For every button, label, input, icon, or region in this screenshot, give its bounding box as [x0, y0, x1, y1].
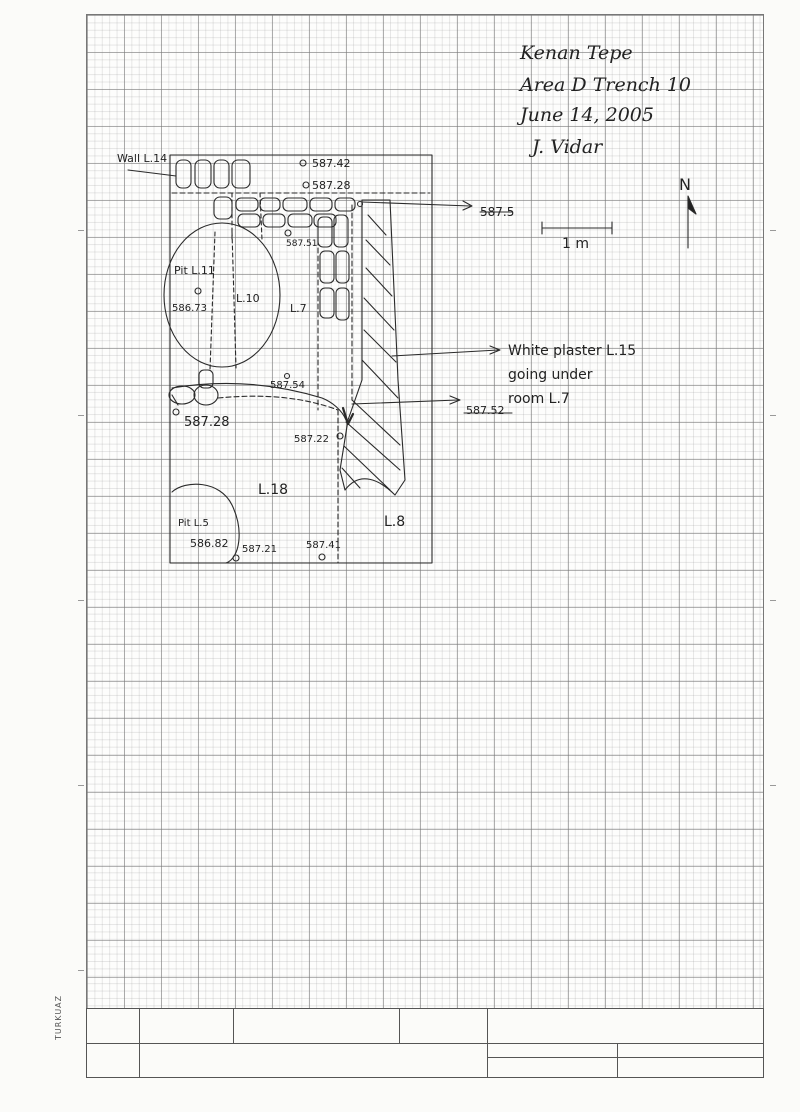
plaster-note-line-3: room L.7: [508, 391, 570, 407]
margin-tick: [770, 785, 776, 786]
margin-tick: [78, 785, 84, 786]
north-label: N: [679, 175, 691, 194]
elevation-587-28: 587.28: [184, 415, 230, 430]
margin-tick: [78, 230, 84, 231]
l18-label: L.18: [258, 482, 288, 498]
elevation-586-82: 586.82: [190, 537, 229, 550]
wall-stones-row: [213, 196, 356, 228]
callout-arrow-bottom: [351, 399, 459, 405]
elevation-587-51: 587.51: [286, 239, 318, 249]
l10-label: L.10: [236, 292, 260, 305]
elevation-587-22: 587.22: [294, 434, 329, 445]
plaster-l15-outline: [339, 199, 406, 496]
plaster-corner-mark: [341, 406, 355, 426]
elevation-586-73: 586.73: [172, 303, 207, 314]
plaster-hatching: [341, 214, 401, 491]
l8-label: L.8: [384, 514, 405, 530]
graph-grid: [86, 14, 764, 1010]
elevation-587-54: 587.54: [270, 380, 305, 391]
pit-11-outline: [163, 222, 281, 368]
elevation-587-28-top: 587.28: [312, 179, 351, 192]
pit-5-outline: [171, 483, 240, 564]
area-title: Area D Trench 10: [520, 74, 692, 96]
elevation-markers: [172, 159, 364, 562]
north-arrow-head: [687, 195, 697, 215]
callout-elevation-top: 587.5: [480, 205, 514, 219]
margin-tick: [770, 600, 776, 601]
date-label: June 14, 2005: [520, 104, 654, 126]
wall-stones-top: [175, 159, 251, 189]
site-title: Kenan Tepe: [520, 42, 633, 64]
elevation-587-21: 587.21: [242, 544, 277, 555]
wall-label: Wall L.14: [117, 152, 167, 165]
margin-tick: [78, 415, 84, 416]
scale-bar: [541, 221, 613, 235]
wall-stones-vertical: [317, 214, 350, 321]
plaster-note-line-1: White plaster L.15: [508, 343, 636, 359]
trench-outline: [169, 154, 433, 564]
l7-label: L.7: [290, 302, 307, 315]
elevation-587-42: 587.42: [312, 157, 351, 170]
callout-arrow-top: [361, 201, 471, 207]
plaster-note-line-2: going under: [508, 367, 593, 383]
scale-bar-label: 1 m: [562, 236, 589, 252]
callout-elevation-bottom: 587.52: [466, 404, 505, 417]
pit-5-label: Pit L.5: [178, 518, 209, 529]
margin-tick: [770, 415, 776, 416]
margin-tick: [78, 600, 84, 601]
pit-11-label: Pit L.11: [174, 264, 215, 277]
callout-arrow-plaster: [391, 349, 499, 357]
margin-tick: [78, 970, 84, 971]
margin-tick: [770, 230, 776, 231]
title-block: [86, 1008, 764, 1078]
author-label: J. Vidar: [532, 136, 603, 158]
elevation-587-41: 587.41: [306, 540, 341, 551]
